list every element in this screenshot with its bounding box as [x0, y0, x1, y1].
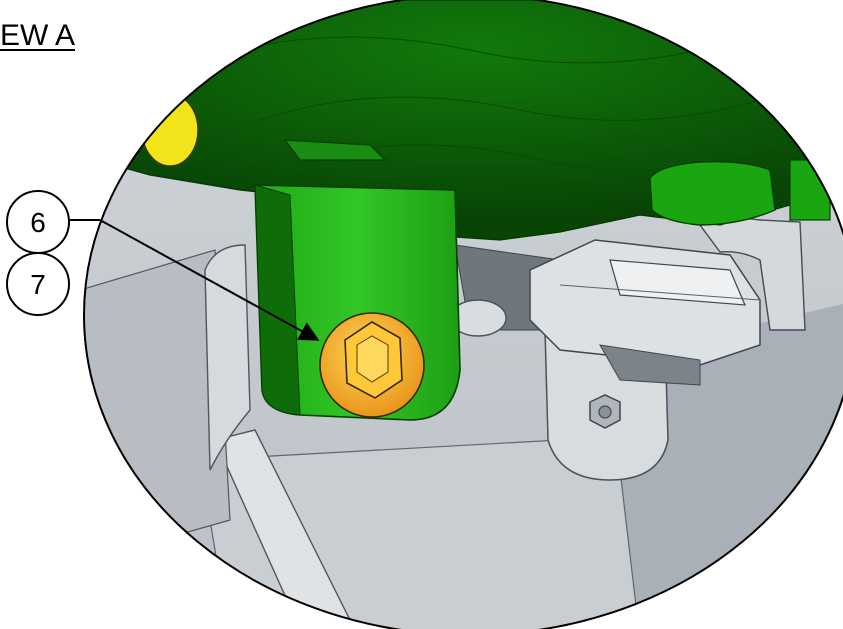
detail-view-border [83, 0, 843, 629]
connector-top-face [609, 259, 746, 306]
green-bracket-edge [254, 184, 301, 416]
callout-arrow [99, 219, 320, 341]
housing-contour-3 [199, 36, 741, 64]
callout-6-label: 6 [30, 207, 46, 238]
yellow-plug [141, 93, 199, 167]
support-tube [214, 429, 362, 629]
connector-edge-line [559, 284, 761, 301]
callout-7-label: 7 [30, 269, 46, 300]
detail-view-contents [84, 0, 843, 629]
housing-contour-1 [259, 96, 761, 121]
callout-7-circle [6, 252, 70, 316]
green-cap-right [789, 159, 831, 221]
view-title: EW A [0, 19, 76, 52]
flange-bolt-face [356, 335, 389, 383]
green-cap [649, 161, 776, 226]
nut-hole [598, 405, 612, 419]
callout-6: 6 [6, 190, 70, 254]
housing-tab [283, 139, 387, 161]
rear-bracket [204, 244, 251, 471]
connector-latch [599, 344, 701, 386]
callout-7: 7 [6, 252, 70, 316]
